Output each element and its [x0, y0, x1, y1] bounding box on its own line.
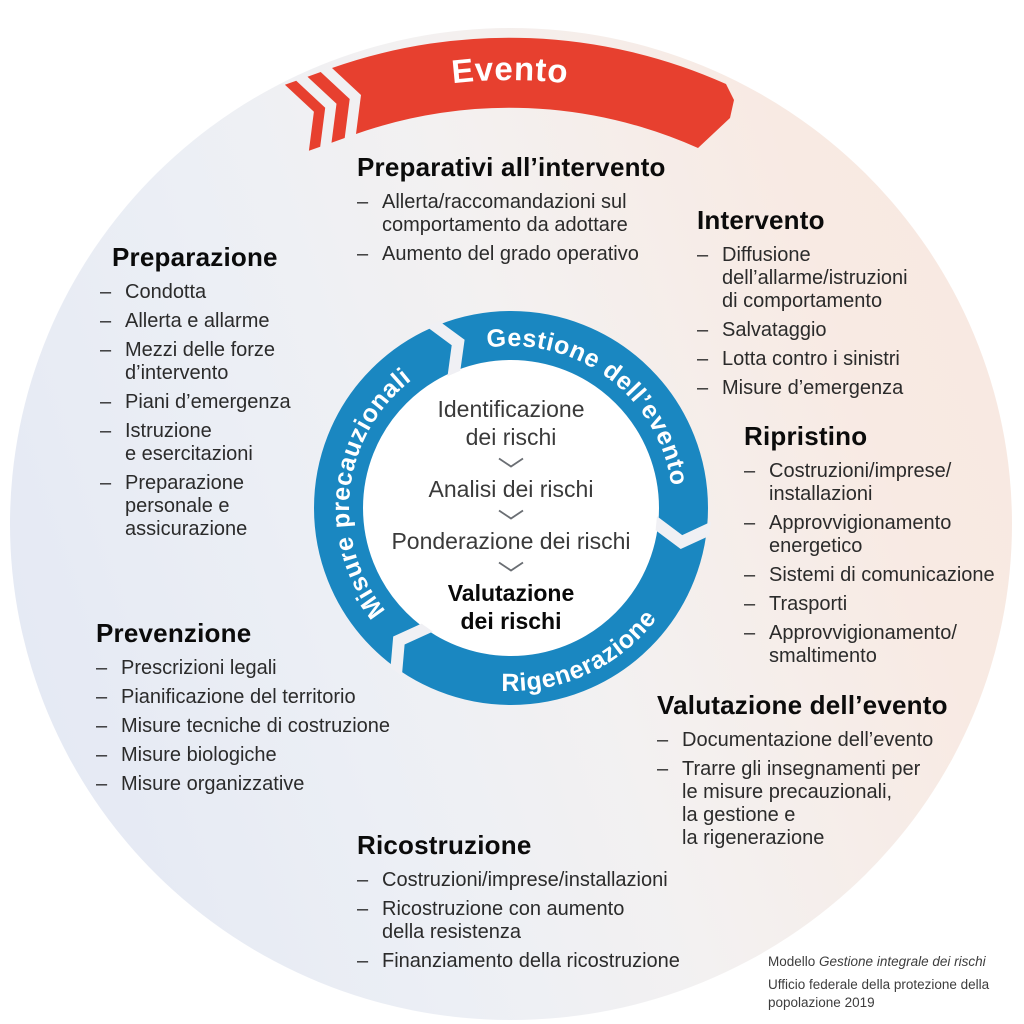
- list-item: – Salvataggio: [697, 319, 827, 341]
- inner-white-circle: [363, 360, 659, 656]
- dash-bullet: –: [744, 622, 756, 644]
- section-preparazione: Preparazione – Condotta – Allerta e alla…: [100, 242, 350, 547]
- section-prevenzione: Prevenzione – Prescrizioni legali – Pian…: [96, 618, 426, 802]
- dash-bullet: –: [357, 191, 369, 213]
- list-item: – Misure biologiche: [96, 744, 277, 766]
- section-valutazione-evento: Valutazione dell’evento – Documentazione…: [657, 690, 987, 856]
- source-caption: Modello Gestione integrale dei rischi Uf…: [768, 953, 1018, 1012]
- dash-bullet: –: [100, 472, 112, 494]
- list-item: – Condotta: [100, 281, 207, 303]
- banner-chevron-icon: [307, 72, 350, 143]
- blue-cycle-ring: [314, 311, 708, 705]
- list-item: – Misure d’emergenza: [697, 377, 904, 399]
- caption-source-line: Ufficio federale della protezione della …: [768, 977, 990, 1010]
- section-title: Ripristino: [744, 421, 868, 451]
- list-item: – Sistemi di comunicazione: [744, 564, 995, 586]
- section-preparativi-intervento: Preparativi all’intervento – Allerta/rac…: [357, 152, 677, 272]
- dash-bullet: –: [96, 773, 108, 795]
- list-item: – Istruzione e esercitazioni: [100, 420, 253, 465]
- list-item: – Misure tecniche di costruzione: [96, 715, 391, 737]
- list-item: – Piani d’emergenza: [100, 391, 291, 413]
- list-item: – Approvvigionamento/ smaltimento: [744, 622, 957, 667]
- dash-bullet: –: [697, 377, 709, 399]
- list-item: – Finanziamento della ricostruzione: [357, 950, 680, 972]
- risk-step-valutazione: Valutazione dei rischi: [447, 580, 575, 634]
- arrow-down-icon: [498, 509, 524, 520]
- section-items: – Allerta/raccomandazioni sul comportame…: [357, 191, 677, 266]
- dash-bullet: –: [100, 339, 112, 361]
- arrow-down-icon: [498, 561, 524, 572]
- list-item: – Lotta contro i sinistri: [697, 348, 900, 370]
- section-title: Prevenzione: [96, 618, 252, 648]
- list-item: – Costruzioni/imprese/installazioni: [357, 869, 668, 891]
- banner-chevron-icon: [284, 80, 326, 151]
- list-item: – Prescrizioni legali: [96, 657, 277, 679]
- dash-bullet: –: [100, 420, 112, 442]
- dash-bullet: –: [96, 686, 108, 708]
- list-item: – Allerta/raccomandazioni sul comportame…: [357, 191, 628, 236]
- evento-banner-band: [332, 37, 734, 148]
- list-item: – Approvvigionamento energetico: [744, 512, 952, 557]
- evento-label: Evento: [450, 50, 570, 90]
- list-item: – Allerta e allarme: [100, 310, 270, 332]
- risk-step-identificazione: Identificazione dei rischi: [437, 396, 585, 450]
- list-item: – Diffusione dell’allarme/istruzioni di …: [697, 244, 908, 312]
- list-item: – Trasporti: [744, 593, 848, 615]
- evento-banner: Evento: [284, 37, 734, 151]
- section-ripristino: Ripristino – Costruzioni/imprese/ instal…: [744, 421, 1024, 674]
- section-items: – Costruzioni/imprese/ installazioni – A…: [744, 460, 1024, 668]
- dash-bullet: –: [357, 243, 369, 265]
- list-item: – Costruzioni/imprese/ installazioni: [744, 460, 952, 505]
- section-ricostruzione: Ricostruzione – Costruzioni/imprese/inst…: [357, 830, 702, 979]
- list-item: – Aumento del grado operativo: [357, 243, 639, 265]
- ring-gap-chevron: [655, 516, 711, 549]
- ring-gap-chevron: [390, 623, 433, 676]
- section-title: Preparazione: [112, 242, 278, 272]
- dash-bullet: –: [357, 869, 369, 891]
- risk-steps: Identificazione dei rischi Analisi dei r…: [361, 395, 661, 635]
- dash-bullet: –: [657, 758, 669, 780]
- section-items: – Prescrizioni legali – Pianificazione d…: [96, 657, 426, 796]
- risk-step-ponderazione: Ponderazione dei rischi: [391, 528, 631, 554]
- list-item: – Preparazione personale e assicurazione: [100, 472, 248, 540]
- section-title: Ricostruzione: [357, 830, 532, 860]
- dash-bullet: –: [100, 281, 112, 303]
- section-title: Preparativi all’intervento: [357, 152, 666, 182]
- section-items: – Condotta – Allerta e allarme – Mezzi d…: [100, 281, 350, 541]
- list-item: – Pianificazione del territorio: [96, 686, 356, 708]
- dash-bullet: –: [697, 244, 709, 266]
- arrow-down-icon: [498, 457, 524, 468]
- list-item: – Ricostruzione con aumento della resist…: [357, 898, 625, 943]
- caption-prefix: Modello: [768, 954, 820, 969]
- dash-bullet: –: [96, 715, 108, 737]
- caption-model-title: Gestione integrale dei rischi: [819, 954, 986, 969]
- dash-bullet: –: [100, 310, 112, 332]
- section-items: – Documentazione dell’evento – Trarre gl…: [657, 729, 987, 850]
- dash-bullet: –: [357, 898, 369, 920]
- caption-model-line: Modello Gestione integrale dei rischi: [768, 953, 1018, 971]
- dash-bullet: –: [657, 729, 669, 751]
- ring-gap-chevron: [426, 321, 465, 377]
- dash-bullet: –: [744, 564, 756, 586]
- section-title: Valutazione dell’evento: [657, 690, 948, 720]
- section-intervento: Intervento – Diffusione dell’allarme/ist…: [697, 205, 997, 406]
- dash-bullet: –: [744, 593, 756, 615]
- risk-step-analisi: Analisi dei rischi: [428, 476, 594, 502]
- section-title: Intervento: [697, 205, 825, 235]
- list-item: – Misure organizzative: [96, 773, 305, 795]
- section-items: – Costruzioni/imprese/installazioni – Ri…: [357, 869, 702, 973]
- dash-bullet: –: [96, 657, 108, 679]
- list-item: – Documentazione dell’evento: [657, 729, 934, 751]
- dash-bullet: –: [697, 348, 709, 370]
- section-items: – Diffusione dell’allarme/istruzioni di …: [697, 244, 997, 400]
- list-item: – Mezzi delle forze d’intervento: [100, 339, 276, 384]
- dash-bullet: –: [357, 950, 369, 972]
- dash-bullet: –: [744, 512, 756, 534]
- list-item: – Trarre gli insegnamenti per le misure …: [657, 758, 921, 849]
- dash-bullet: –: [744, 460, 756, 482]
- dash-bullet: –: [96, 744, 108, 766]
- dash-bullet: –: [697, 319, 709, 341]
- dash-bullet: –: [100, 391, 112, 413]
